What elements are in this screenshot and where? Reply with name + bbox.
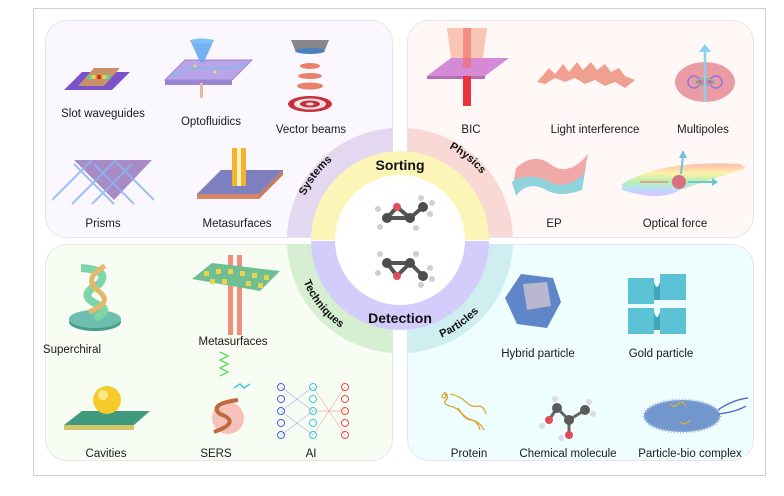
slot-waveguide-icon xyxy=(64,68,130,90)
label-cavities: Cavities xyxy=(85,448,127,460)
label-chemical-molecule: Chemical molecule xyxy=(519,448,617,460)
metasurface-pillars-icon xyxy=(192,255,280,335)
sers-helix-icon xyxy=(212,351,251,434)
label-particle-bio-complex: Particle-bio complex xyxy=(638,448,742,460)
label-prisms: Prisms xyxy=(85,218,121,230)
interference-wave-icon xyxy=(537,62,635,88)
gold-particle-icon xyxy=(628,274,686,334)
vector-beam-icon xyxy=(288,40,332,112)
label-gold-particle: Gold particle xyxy=(628,348,694,360)
protein-icon xyxy=(441,391,487,431)
label-ai: AI xyxy=(305,448,317,460)
chemical-molecule-icon xyxy=(539,396,596,441)
sorting-title: Sorting xyxy=(376,157,425,173)
superchiral-helix-icon xyxy=(69,263,121,331)
label-optical-force: Optical force xyxy=(642,218,708,230)
label-sers: SERS xyxy=(200,448,232,460)
neural-network-icon xyxy=(277,383,349,439)
label-protein: Protein xyxy=(450,448,488,460)
optical-force-icon xyxy=(622,150,746,196)
optofluidic-chip-icon xyxy=(163,38,254,98)
hybrid-particle-icon xyxy=(505,274,561,328)
label-metasurfaces: Metasurfaces xyxy=(202,218,272,230)
exceptional-point-surface-icon xyxy=(512,154,588,196)
bic-icon xyxy=(427,28,509,106)
bacterium-complex-icon xyxy=(642,397,749,434)
center-disk xyxy=(335,175,465,305)
label-vector-beams: Vector beams xyxy=(275,124,347,136)
multipole-torus-icon xyxy=(675,44,735,102)
epoxide-molecule-bottom-icon xyxy=(375,251,435,288)
label-multipoles: Multipoles xyxy=(677,124,729,136)
label-slot-waveguides: Slot waveguides xyxy=(61,108,145,120)
label-bic: BIC xyxy=(461,124,481,136)
label-superchiral: Superchiral xyxy=(42,344,102,356)
label-optofluidics: Optofluidics xyxy=(180,116,242,128)
label-hybrid-particle: Hybrid particle xyxy=(501,348,575,360)
detection-title: Detection xyxy=(368,310,432,326)
epoxide-molecule-top-icon xyxy=(375,195,435,231)
cavity-sphere-icon xyxy=(64,386,150,430)
prism-icon xyxy=(52,160,155,205)
label-ep: EP xyxy=(546,218,562,230)
label-metasurfaces-techniques: Metasurfaces xyxy=(198,336,268,348)
label-light-interference: Light interference xyxy=(550,124,640,136)
metasurface-icon xyxy=(197,148,283,199)
